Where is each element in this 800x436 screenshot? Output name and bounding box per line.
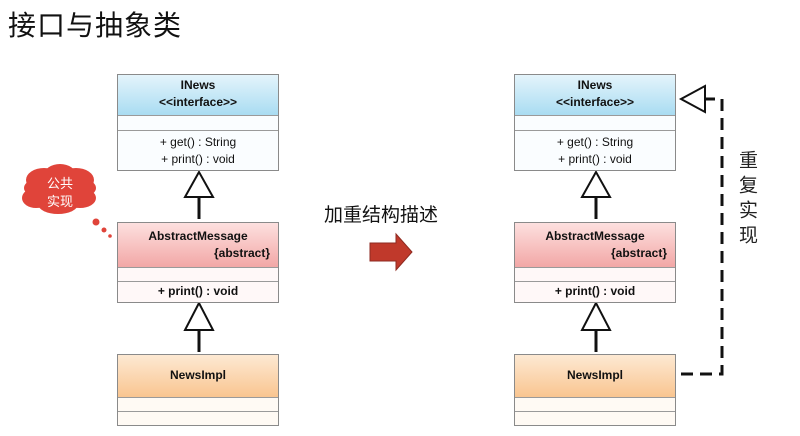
class-header: AbstractMessage {abstract} bbox=[118, 223, 278, 267]
class-header: INews <<interface>> bbox=[118, 75, 278, 115]
page-title: 接口与抽象类 bbox=[8, 9, 183, 42]
attributes-section bbox=[515, 115, 675, 130]
realization-arrowhead bbox=[678, 84, 706, 114]
class-stereotype: <<interface>> bbox=[555, 95, 635, 109]
class-inews-right: INews <<interface>> + get() : String + p… bbox=[514, 74, 676, 171]
class-header: INews <<interface>> bbox=[515, 75, 675, 115]
method: + get() : String bbox=[159, 135, 237, 149]
class-name: INews bbox=[577, 78, 613, 92]
generalization-arrowhead bbox=[183, 300, 215, 331]
transform-arrow-icon bbox=[369, 232, 413, 272]
method: + print() : void bbox=[554, 284, 636, 298]
attributes-section bbox=[118, 115, 278, 130]
class-name: NewsImpl bbox=[169, 368, 226, 382]
side-label: 重复实现 bbox=[736, 150, 758, 250]
attributes-section bbox=[118, 267, 278, 281]
class-header: AbstractMessage {abstract} bbox=[515, 223, 675, 267]
class-name: AbstractMessage bbox=[545, 229, 645, 243]
class-newsimpl-right: NewsImpl bbox=[514, 354, 676, 426]
methods-section bbox=[515, 411, 675, 425]
cloud-callout-icon bbox=[22, 164, 112, 238]
class-stereotype: {abstract} bbox=[610, 246, 667, 260]
class-name: NewsImpl bbox=[566, 368, 623, 382]
cloud-label: 公共 实现 bbox=[46, 177, 73, 210]
class-name: AbstractMessage bbox=[148, 229, 248, 243]
class-stereotype: <<interface>> bbox=[158, 95, 238, 109]
methods-section: + print() : void bbox=[515, 281, 675, 302]
class-abstractmessage-left: AbstractMessage {abstract} + print() : v… bbox=[117, 222, 279, 303]
methods-section: + get() : String + print() : void bbox=[515, 130, 675, 170]
attributes-section bbox=[515, 267, 675, 281]
class-stereotype: {abstract} bbox=[213, 246, 270, 260]
transform-label: 加重结构描述 bbox=[324, 204, 439, 226]
class-abstractmessage-right: AbstractMessage {abstract} + print() : v… bbox=[514, 222, 676, 303]
method: + print() : void bbox=[558, 152, 632, 166]
class-inews-left: INews <<interface>> + get() : String + p… bbox=[117, 74, 279, 171]
class-header: NewsImpl bbox=[515, 355, 675, 397]
method: + get() : String bbox=[556, 135, 634, 149]
methods-section: + get() : String + print() : void bbox=[118, 130, 278, 170]
method: + print() : void bbox=[161, 152, 235, 166]
attributes-section bbox=[515, 397, 675, 411]
generalization-arrowhead bbox=[580, 300, 612, 331]
generalization-arrowhead bbox=[183, 169, 215, 198]
class-newsimpl-left: NewsImpl bbox=[117, 354, 279, 426]
attributes-section bbox=[118, 397, 278, 411]
realization-dashed-line bbox=[681, 97, 724, 376]
class-name: INews bbox=[180, 78, 216, 92]
methods-section: + print() : void bbox=[118, 281, 278, 302]
method: + print() : void bbox=[157, 284, 239, 298]
generalization-arrowhead bbox=[580, 169, 612, 198]
methods-section bbox=[118, 411, 278, 425]
class-header: NewsImpl bbox=[118, 355, 278, 397]
